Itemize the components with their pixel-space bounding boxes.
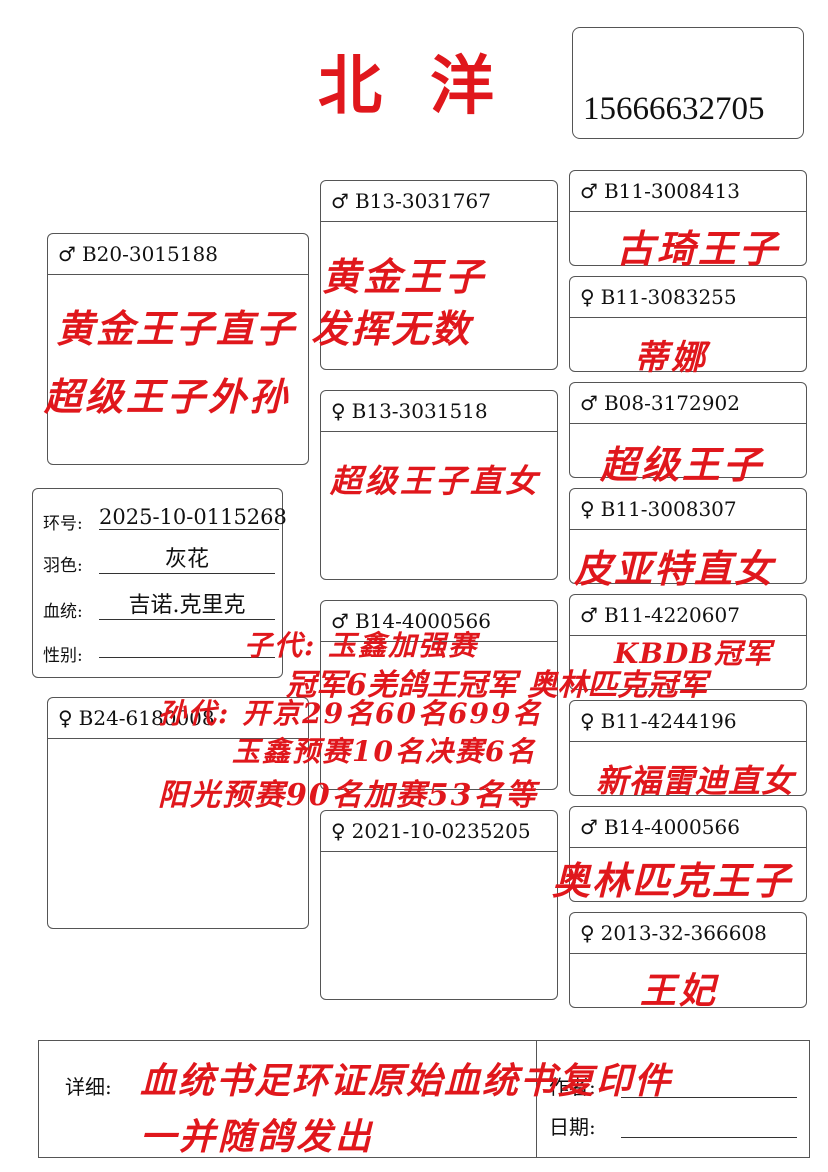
granddam-paternal-box: ♀B13-3031518 — [320, 390, 558, 580]
sire-ring-number: B20-3015188 — [81, 242, 218, 266]
details-text-1: 血统书足环证原始血统书复印件 — [140, 1060, 673, 1102]
date-line — [621, 1137, 797, 1138]
gg8-box: ♀2013-32-366608 — [569, 912, 807, 1008]
bloodline-label: 血统: — [43, 602, 83, 622]
ring-number: B11-3008307 — [600, 497, 737, 521]
ring-number: B11-4220607 — [603, 603, 740, 627]
brand-title: 北洋 — [318, 49, 542, 124]
annotation-gg2: 蒂娜 — [634, 338, 708, 378]
ring-value: 2025-10-0115268 — [99, 505, 287, 530]
male-icon: ♂ — [580, 391, 598, 415]
details-text-2: 一并随鸽发出 — [140, 1116, 375, 1158]
female-icon: ♀ — [331, 819, 346, 843]
ring-label: 环号: — [43, 514, 83, 534]
annotation-granddam-paternal: 超级王子直女 — [330, 462, 541, 500]
gg2-box: ♀B11-3083255 — [569, 276, 807, 372]
sex-label: 性别: — [43, 646, 83, 666]
gg7-box: ♂B14-4000566 — [569, 806, 807, 902]
author-label: 作者: — [549, 1075, 596, 1099]
gg4-box: ♀B11-3008307 — [569, 488, 807, 584]
achievement-line-5: 阳光预赛90名加赛53名等 — [158, 778, 538, 813]
annotation-grandsire-paternal: 黄金王子 — [322, 254, 487, 299]
male-icon: ♂ — [580, 603, 598, 627]
ring-number: B11-3083255 — [600, 285, 737, 309]
achievement-line-3: 孙代: 开京29名60名699名 — [158, 697, 543, 730]
phone-box: 15666632705 — [572, 27, 804, 139]
male-icon: ♂ — [580, 815, 598, 839]
ring-number: B14-4000566 — [354, 609, 491, 633]
ring-number: B11-4244196 — [600, 709, 737, 733]
achievement-line-1: 子代: 玉鑫加强赛 — [244, 629, 479, 662]
male-icon: ♂ — [580, 179, 598, 203]
details-label: 详细: — [65, 1075, 112, 1099]
female-icon: ♀ — [58, 706, 73, 730]
phone-number: 15666632705 — [583, 91, 765, 127]
granddam-maternal-box: ♀2021-10-0235205 — [320, 810, 558, 1000]
dam-ring: ♀B24-6180008 — [48, 698, 308, 739]
annotation-gg5: KBDB冠军 — [614, 637, 772, 670]
female-icon: ♀ — [331, 399, 346, 423]
gg1-box: ♂B11-3008413 — [569, 170, 807, 266]
female-icon: ♀ — [580, 285, 595, 309]
annotation-gg7: 奥林匹克王子 — [552, 858, 793, 903]
achievement-line-4: 玉鑫预赛10名决赛6名 — [232, 735, 537, 768]
annotation-gg1: 古琦王子 — [616, 226, 781, 271]
author-line — [621, 1097, 797, 1098]
annotation-sire-2: 超级王子外孙 — [44, 374, 291, 419]
sex-value — [99, 637, 275, 658]
details-box: 详细: 作者: 日期: — [38, 1040, 810, 1158]
sire-ring: ♂B20-3015188 — [48, 234, 308, 275]
annotation-gg8: 王妃 — [640, 970, 719, 1012]
annotation-gg4: 皮亚特直女 — [574, 546, 775, 591]
female-icon: ♀ — [580, 921, 595, 945]
grandsire-paternal-box: ♂B13-3031767 — [320, 180, 558, 370]
feather-value: 灰花 — [99, 541, 275, 574]
annotation-sire-1: 黄金王子直子 发挥无数 — [56, 306, 472, 351]
gg3-box: ♂B08-3172902 — [569, 382, 807, 478]
male-icon: ♂ — [331, 609, 349, 633]
divider — [536, 1041, 537, 1157]
male-icon: ♂ — [331, 189, 349, 213]
gg5-box: ♂B11-4220607 — [569, 594, 807, 690]
gg6-box: ♀B11-4244196 — [569, 700, 807, 796]
annotation-gg6: 新福雷迪直女 — [596, 762, 795, 800]
date-label: 日期: — [549, 1115, 596, 1139]
ring-number: B13-3031518 — [351, 399, 488, 423]
feather-label: 羽色: — [43, 556, 83, 576]
ring-number: 2013-32-366608 — [600, 921, 767, 945]
ring-number: B13-3031767 — [354, 189, 491, 213]
male-icon: ♂ — [58, 242, 76, 266]
grandsire-maternal-box: ♂B14-4000566 — [320, 600, 558, 790]
ring-number: 2021-10-0235205 — [351, 819, 531, 843]
ring-number: B11-3008413 — [603, 179, 740, 203]
female-icon: ♀ — [580, 709, 595, 733]
ring-number: B14-4000566 — [603, 815, 740, 839]
dam-ring-number: B24-6180008 — [78, 706, 215, 730]
sire-box: ♂B20-3015188 — [47, 233, 309, 465]
dam-box: ♀B24-6180008 — [47, 697, 309, 929]
achievement-line-2: 冠军6羌鸽王冠军 奥林匹克冠军 — [286, 668, 708, 703]
bloodline-value: 吉诺.克里克 — [99, 587, 275, 620]
annotation-gg3: 超级王子 — [600, 442, 765, 487]
female-icon: ♀ — [580, 497, 595, 521]
ring-number: B08-3172902 — [603, 391, 740, 415]
pigeon-info-box: 环号: 2025-10-0115268 羽色: 灰花 血统: 吉诺.克里克 性别… — [32, 488, 287, 678]
